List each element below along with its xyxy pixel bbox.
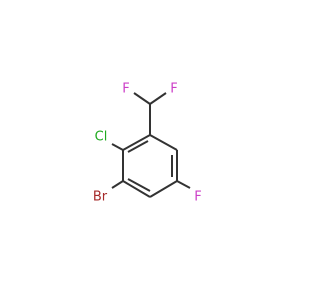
atom-label-chlorine: Cl (95, 130, 108, 145)
bond-c6-cl (111, 143, 124, 151)
bond-ring-c3-c4 (149, 180, 178, 198)
bond-c5-br (111, 180, 124, 189)
atom-label-fluorine-bottom: F (194, 190, 201, 205)
structure-canvas: F F Cl Br F (93, 82, 202, 205)
bonds (111, 92, 191, 198)
bond-ring-c6-c1 (122, 134, 151, 151)
bond-double-inner-c6-c1 (127, 140, 149, 153)
bond-ring-c1-c2 (149, 134, 178, 151)
atom-labels: F F Cl Br F (93, 82, 202, 205)
bond-chf2-f-left (133, 92, 151, 105)
atom-label-fluorine-left: F (122, 82, 129, 97)
molecule-diagram: F F Cl Br F (93, 82, 202, 205)
atom-label-bromine: Br (93, 190, 108, 205)
bond-c3-f (176, 180, 191, 189)
bond-chf2-f-right (149, 92, 167, 105)
atom-label-fluorine-right: F (170, 82, 177, 97)
bond-double-inner-c4-c5 (127, 178, 151, 192)
bond-ring-c4-c5 (122, 180, 151, 198)
